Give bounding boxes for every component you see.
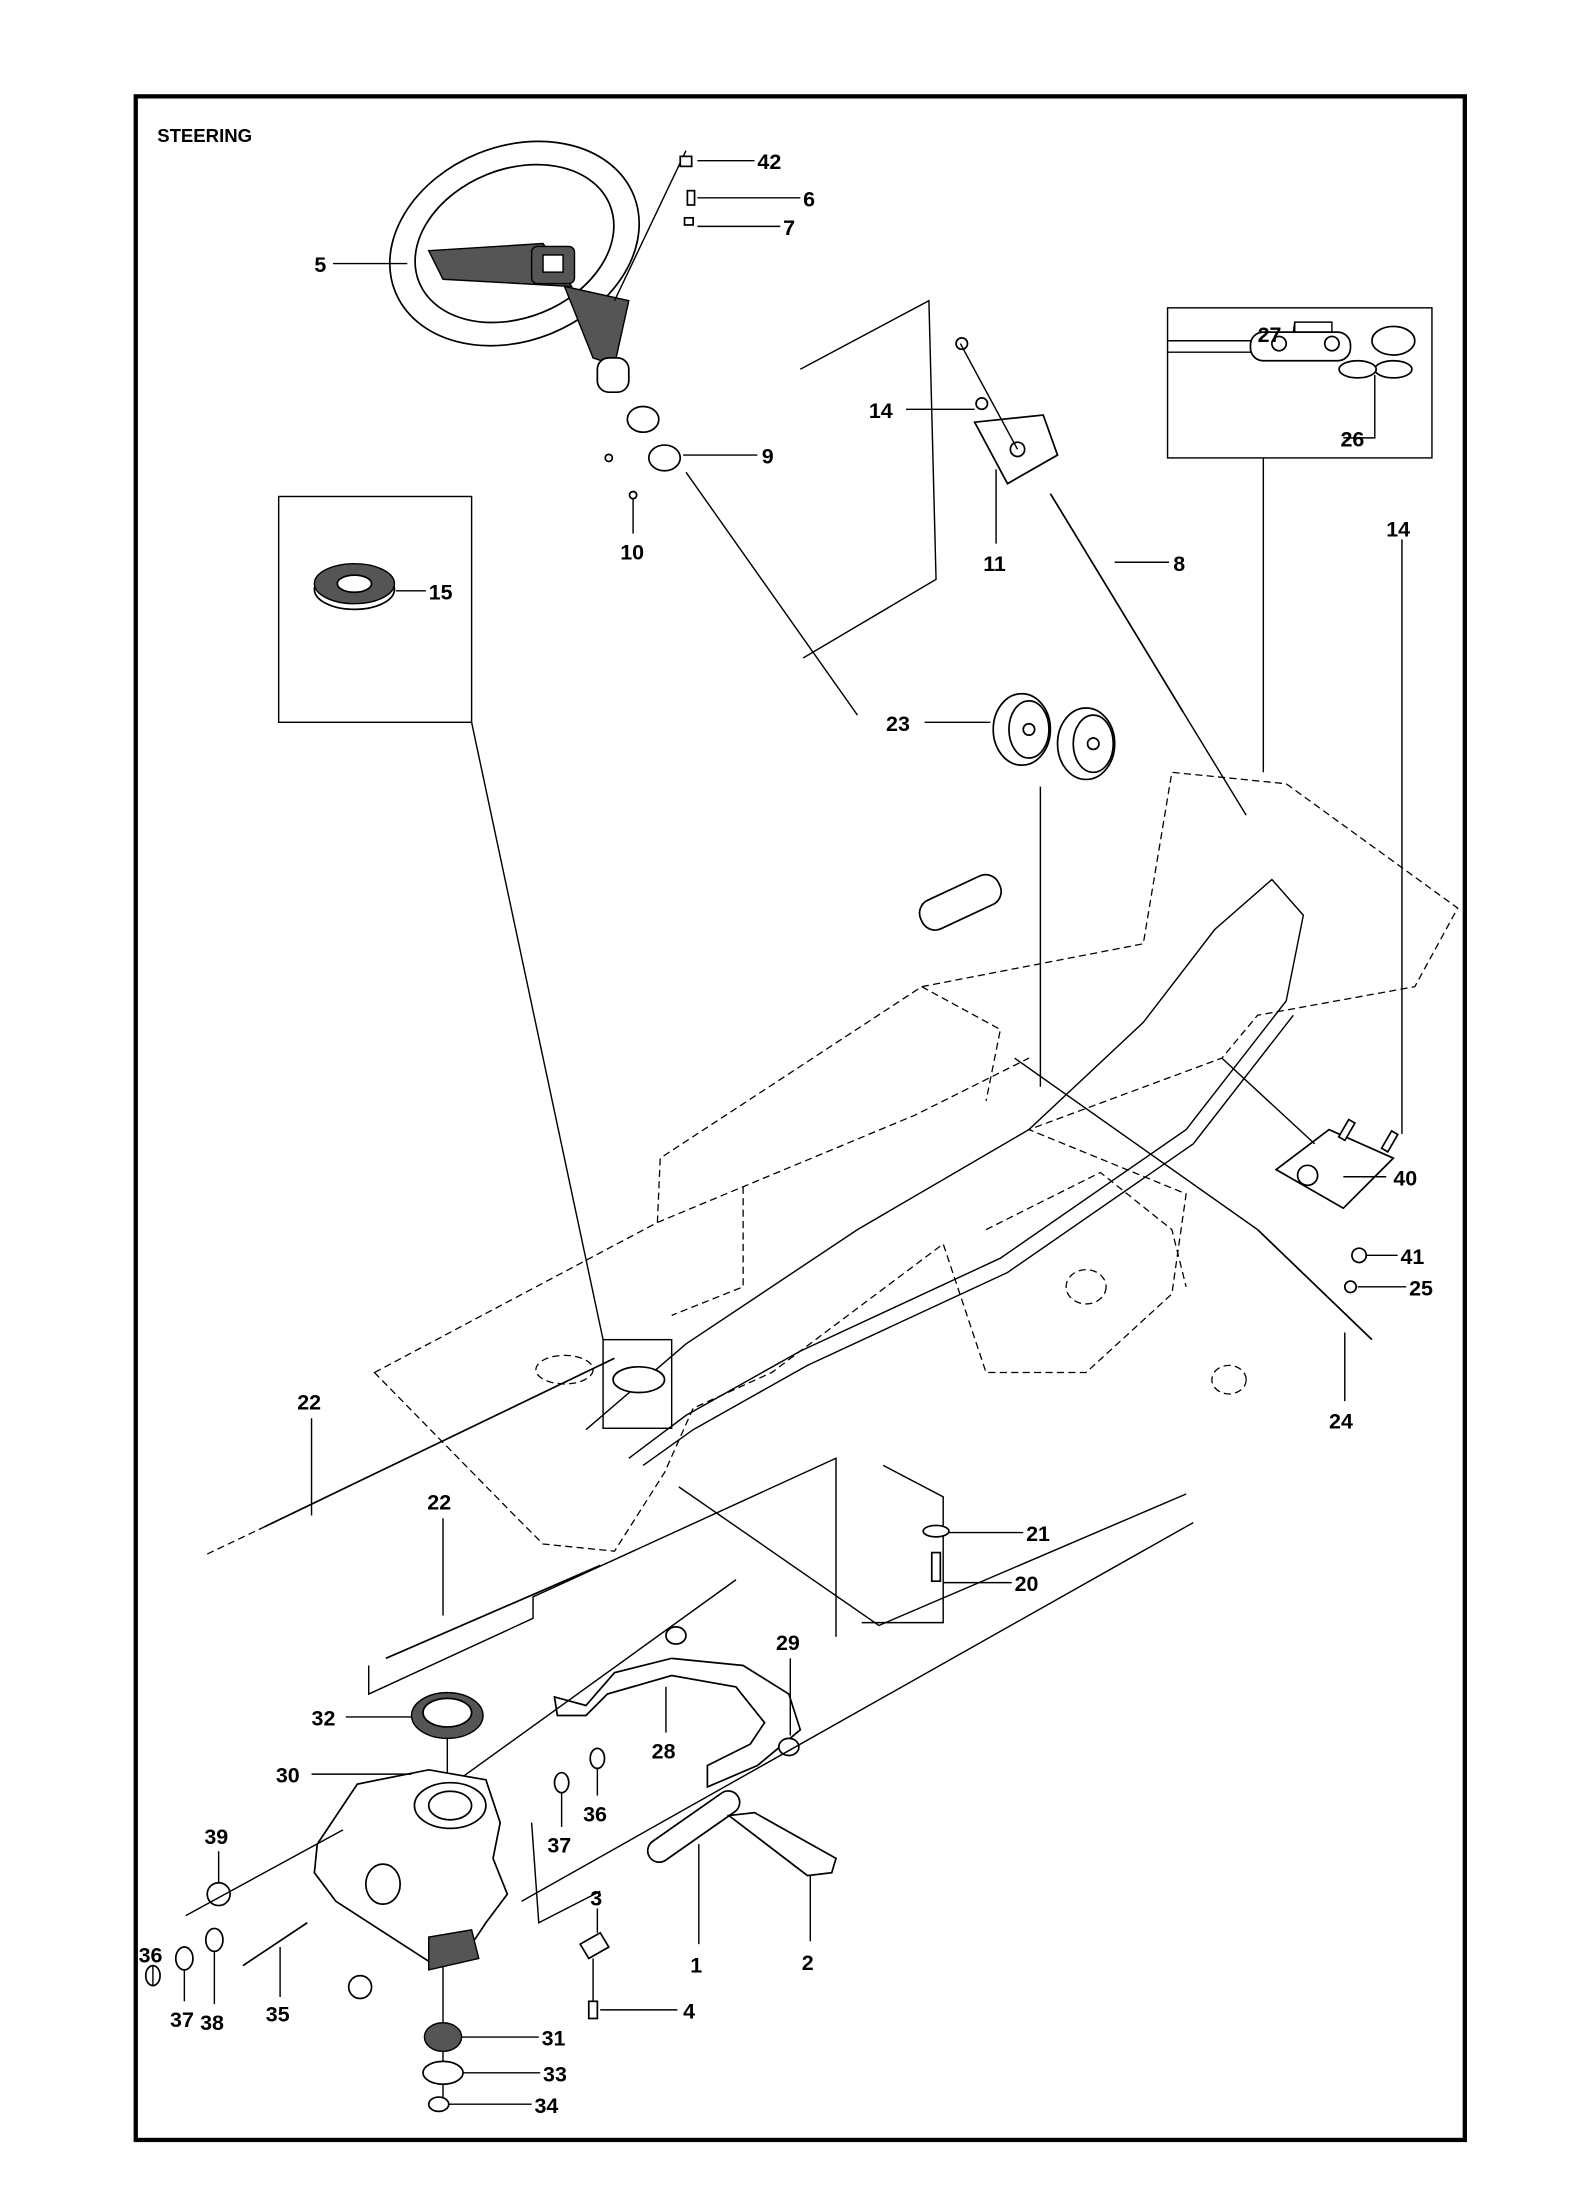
label-1: 1 [690, 1954, 702, 1978]
label-14-right: 14 [1386, 518, 1410, 542]
label-41: 41 [1401, 1245, 1425, 1269]
part-23-pulley-pair [992, 692, 1116, 781]
part-24-axle-pin [1257, 1229, 1373, 1341]
label-29: 29 [776, 1631, 800, 1655]
callout-box-pulley [277, 495, 473, 724]
part-28-sector-bracket [553, 1657, 802, 1789]
label-34: 34 [534, 2094, 558, 2118]
label-22-lower: 22 [427, 1491, 451, 1515]
part-9-bushing [647, 444, 682, 472]
part-14-bolt-upper [975, 397, 989, 411]
part-22-tie-rod-lower [385, 1564, 601, 1660]
label-40: 40 [1393, 1166, 1417, 1190]
label-2: 2 [802, 1951, 814, 1975]
part-2-link-plate [726, 1811, 838, 1877]
part-3-spring-plate [579, 1931, 610, 1960]
part-35-shaft [242, 1922, 308, 1967]
steering-wheel-drawing [388, 140, 687, 394]
part-8-steering-shaft [1049, 493, 1185, 713]
label-3: 3 [590, 1887, 602, 1911]
part-7-sleeve [683, 216, 694, 226]
label-39: 39 [204, 1825, 228, 1849]
label-9: 9 [762, 445, 774, 469]
label-42: 42 [757, 150, 781, 174]
label-25: 25 [1409, 1276, 1433, 1300]
label-20: 20 [1015, 1572, 1039, 1596]
tractor-frame-drawing [373, 771, 1459, 1552]
label-6: 6 [803, 187, 815, 211]
part-31-bearing [423, 2022, 463, 2053]
part-36-circlip-mid [589, 1747, 606, 1770]
label-31: 31 [542, 2027, 566, 2051]
label-30: 30 [276, 1764, 300, 1788]
part-37-washer-left [174, 1946, 194, 1971]
part-38-washer [204, 1927, 224, 1953]
label-38: 38 [200, 2011, 224, 2035]
part-15-pulley [313, 562, 396, 611]
diagram-border [133, 94, 1467, 2143]
label-15: 15 [429, 580, 453, 604]
label-8: 8 [1173, 552, 1185, 576]
part-6-pin [686, 189, 696, 206]
label-24: 24 [1329, 1409, 1353, 1433]
label-37-mid: 37 [547, 1834, 571, 1858]
part-22-tie-rod-upper [264, 1357, 615, 1528]
part-14-bolt-right [1380, 1129, 1399, 1153]
callout-box-upper-shaft [799, 299, 937, 659]
label-10: 10 [620, 540, 644, 564]
label-26: 26 [1340, 427, 1364, 451]
part-10-grease-nipple [628, 490, 638, 500]
label-23: 23 [886, 712, 910, 736]
label-32: 32 [312, 1707, 336, 1731]
label-35: 35 [266, 2002, 290, 2026]
part-21-washer [922, 1524, 950, 1538]
part-42-cap-nut [679, 155, 693, 168]
grease-nipple-upper [604, 453, 614, 463]
part-41-nut [1351, 1247, 1368, 1264]
diagram-title: STEERING [157, 125, 252, 146]
label-7: 7 [783, 216, 795, 240]
label-21: 21 [1026, 1522, 1050, 1546]
part-33-ring [422, 2060, 464, 2086]
part-40-bracket [1274, 1128, 1395, 1210]
part-32-bearing [410, 1691, 484, 1740]
part-25-clip [1343, 1280, 1358, 1294]
callout-box-chain [1166, 307, 1433, 459]
nut-upper [665, 1626, 687, 1645]
label-37-left: 37 [170, 2008, 194, 2032]
label-22-upper: 22 [297, 1391, 321, 1415]
part-4-screw [587, 2000, 599, 2020]
label-14-upper: 14 [869, 399, 893, 423]
label-28: 28 [652, 1739, 676, 1763]
nut-lower [347, 1974, 373, 2000]
callout-box-pulley-target [602, 1338, 673, 1429]
label-33: 33 [543, 2062, 567, 2086]
label-11: 11 [983, 552, 1006, 576]
part-29-nut [777, 1737, 800, 1757]
label-36-mid: 36 [583, 1802, 607, 1826]
part-34-ring [427, 2096, 450, 2113]
label-27: 27 [1258, 323, 1282, 347]
part-20-screw [930, 1551, 942, 1583]
part-37-washer-mid [553, 1771, 570, 1794]
label-4: 4 [683, 1999, 695, 2023]
callout-labels: 42 6 7 5 9 10 14 11 8 27 26 23 15 14 40 … [139, 150, 1433, 2118]
part-1-spring [646, 1790, 741, 1864]
label-5: 5 [314, 253, 326, 277]
bushing-upper [626, 405, 660, 434]
label-36-left: 36 [139, 1944, 163, 1968]
part-26-chain-drawing [1167, 325, 1416, 379]
